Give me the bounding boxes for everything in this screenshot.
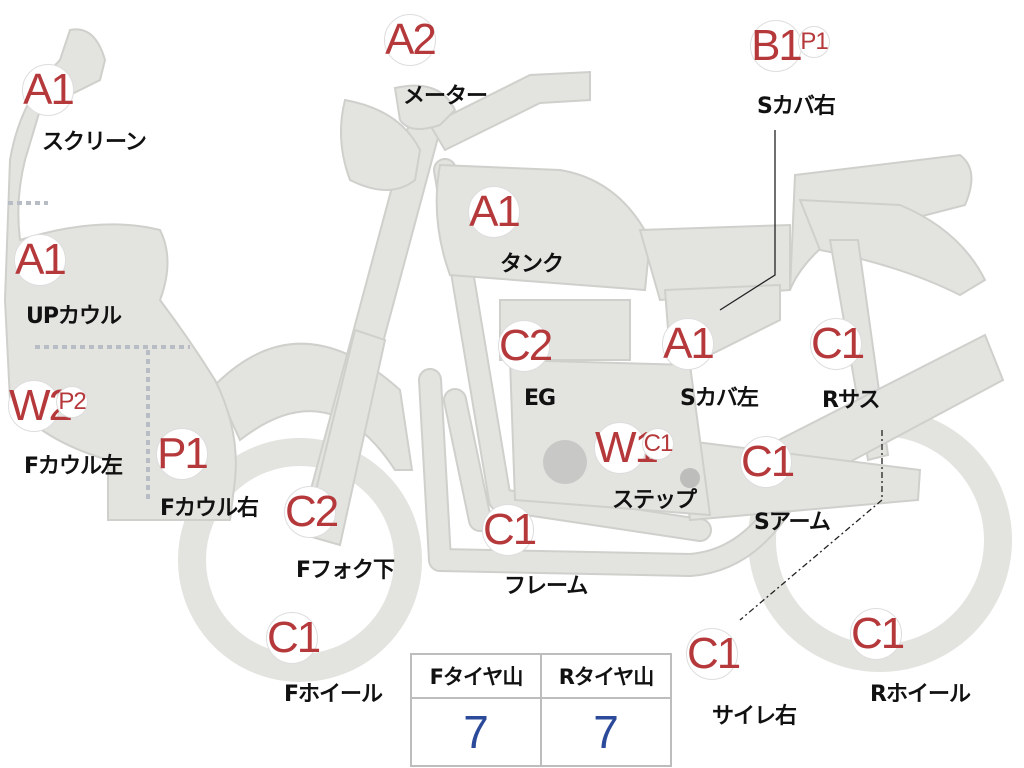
label-side-cover-left: Sカバ左 <box>680 386 759 411</box>
extra-side-cover-right: P1 <box>798 26 830 58</box>
badge-front-cowl-right: P1 <box>156 428 209 480</box>
grade-swing-arm: C1 <box>740 436 795 488</box>
label-meter: メーター <box>403 84 488 109</box>
label-upper-cowl: UPカウル <box>26 304 122 329</box>
extra-step: C1 <box>642 428 674 460</box>
rear-tire-header: Rタイヤ山 <box>540 653 672 699</box>
grade-front-cowl-right: P1 <box>156 428 209 480</box>
badge-frame: C1 <box>482 504 537 556</box>
front-tire-value: 7 <box>410 697 542 767</box>
label-screen: スクリーン <box>42 130 147 155</box>
label-frame: フレーム <box>504 574 588 599</box>
badge-upper-cowl: A1 <box>14 234 67 286</box>
label-muffler-right: サイレ右 <box>712 704 797 729</box>
meter-shape <box>393 84 457 130</box>
grade-front-fork-lower: C2 <box>284 486 339 538</box>
grade-rear-suspension: C1 <box>810 318 865 370</box>
label-rear-wheel: Rホイール <box>870 682 971 707</box>
badge-side-cover-right: B1 P1 <box>750 20 830 72</box>
badge-tank: A1 <box>468 186 521 238</box>
label-rear-suspension: Rサス <box>822 388 881 413</box>
label-front-cowl-left: Fカウル左 <box>24 454 123 479</box>
badge-front-fork-lower: C2 <box>284 486 339 538</box>
grade-front-cowl-left: W2 <box>8 380 73 432</box>
label-front-wheel: Fホイール <box>284 682 383 707</box>
badge-rear-wheel: C1 <box>850 608 905 660</box>
grade-rear-wheel: C1 <box>850 608 905 660</box>
handlebar-shape <box>428 70 591 152</box>
extra-front-cowl-left: P2 <box>56 386 88 418</box>
leader-muffler-right <box>739 430 883 621</box>
label-swing-arm: Sアーム <box>754 510 831 535</box>
label-front-cowl-right: Fカウル右 <box>160 496 259 521</box>
badge-side-cover-left: A1 <box>662 318 715 370</box>
grade-screen: A1 <box>22 64 75 116</box>
grade-engine: C2 <box>498 320 553 372</box>
label-tank: タンク <box>500 252 564 277</box>
label-side-cover-right: Sカバ右 <box>757 94 836 119</box>
front-tire-header: Fタイヤ山 <box>410 653 542 699</box>
tail-shape <box>798 198 987 297</box>
grade-side-cover-right: B1 <box>750 20 803 72</box>
badge-swing-arm: C1 <box>740 436 795 488</box>
grade-front-wheel: C1 <box>266 612 321 664</box>
badge-front-cowl-left: W2 P2 <box>8 380 88 432</box>
leader-side-cover-right <box>719 130 776 311</box>
grade-muffler-right: C1 <box>686 628 741 680</box>
tire-tread-table: Fタイヤ山 Rタイヤ山 7 7 <box>410 653 672 767</box>
badge-front-wheel: C1 <box>266 612 321 664</box>
grade-step: W1 <box>594 422 659 474</box>
grade-tank: A1 <box>468 186 521 238</box>
rear-tire-value: 7 <box>540 697 672 767</box>
grade-frame: C1 <box>482 504 537 556</box>
label-engine: EG <box>524 386 556 411</box>
grade-meter: A2 <box>384 14 437 66</box>
badge-muffler-right: C1 <box>686 628 741 680</box>
badge-screen: A1 <box>22 64 75 116</box>
grade-side-cover-left: A1 <box>662 318 715 370</box>
badge-step: W1 C1 <box>594 422 674 474</box>
grade-upper-cowl: A1 <box>14 234 67 286</box>
headlight-shape <box>340 98 422 191</box>
badge-engine: C2 <box>498 320 553 372</box>
badge-meter: A2 <box>384 14 437 66</box>
badge-rear-suspension: C1 <box>810 318 865 370</box>
label-front-fork-lower: Fフォク下 <box>296 558 395 583</box>
label-step: ステップ <box>612 488 697 513</box>
